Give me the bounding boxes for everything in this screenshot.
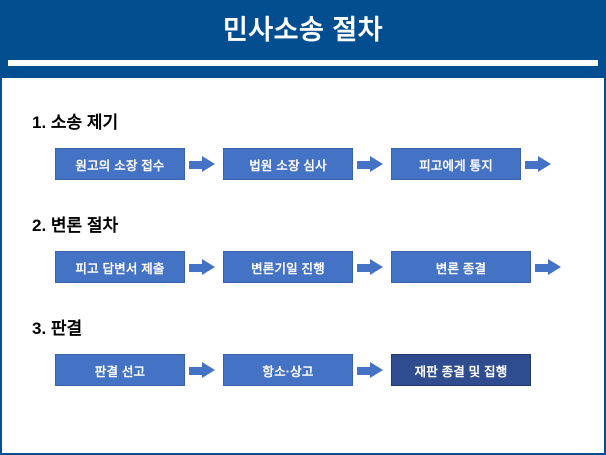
flow-step-node[interactable]: 변론기일 진행 [223,251,353,283]
section-heading: 2. 변론 절차 [32,216,119,235]
arrow-head [202,259,215,275]
arrow-shaft [189,367,204,375]
flow-arrow-right-icon [189,156,215,173]
arrow-head [202,156,215,172]
arrow-head [370,259,383,275]
arrow-shaft [357,264,372,272]
flow-step-node[interactable]: 재판 종결 및 집행 [391,354,531,386]
arrow-shaft [189,161,204,169]
section-heading: 1. 소송 제기 [32,113,119,132]
flow-step-node[interactable]: 피고 답변서 제출 [55,251,185,283]
flow-arrow-right-icon [357,259,383,276]
arrow-head [370,156,383,172]
arrow-head [370,362,383,378]
flow-arrow-right-icon [189,362,215,379]
page-title: 민사소송 절차 [222,15,384,45]
flow-arrow-right-icon [357,156,383,173]
header-divider [8,60,598,66]
slide-header: 민사소송 절차 [0,0,606,78]
arrow-head [202,362,215,378]
flow-row: 피고 답변서 제출 변론기일 진행 변론 종결 [2,251,604,285]
arrow-head [538,156,551,172]
flow-arrow-right-icon [535,259,561,276]
arrow-shaft [357,161,372,169]
flow-step-node[interactable]: 원고의 소장 접수 [55,148,185,180]
flow-arrow-right-icon [357,362,383,379]
arrow-head [548,259,561,275]
flow-step-node[interactable]: 변론 종결 [391,251,531,283]
arrow-shaft [357,367,372,375]
arrow-shaft [189,264,204,272]
flow-step-node[interactable]: 피고에게 통지 [391,148,521,180]
arrow-shaft [525,161,540,169]
flow-row: 원고의 소장 접수 법원 소장 심사 피고에게 통지 [2,148,604,182]
arrow-shaft [535,264,550,272]
flow-arrow-right-icon [525,156,551,173]
flow-step-node[interactable]: 항소·상고 [223,354,353,386]
flow-step-node[interactable]: 법원 소장 심사 [223,148,353,180]
flow-step-node[interactable]: 판결 선고 [55,354,185,386]
flow-row: 판결 선고 항소·상고 재판 종결 및 집행 [2,354,604,388]
flow-arrow-right-icon [189,259,215,276]
section-heading: 3. 판결 [32,319,83,338]
